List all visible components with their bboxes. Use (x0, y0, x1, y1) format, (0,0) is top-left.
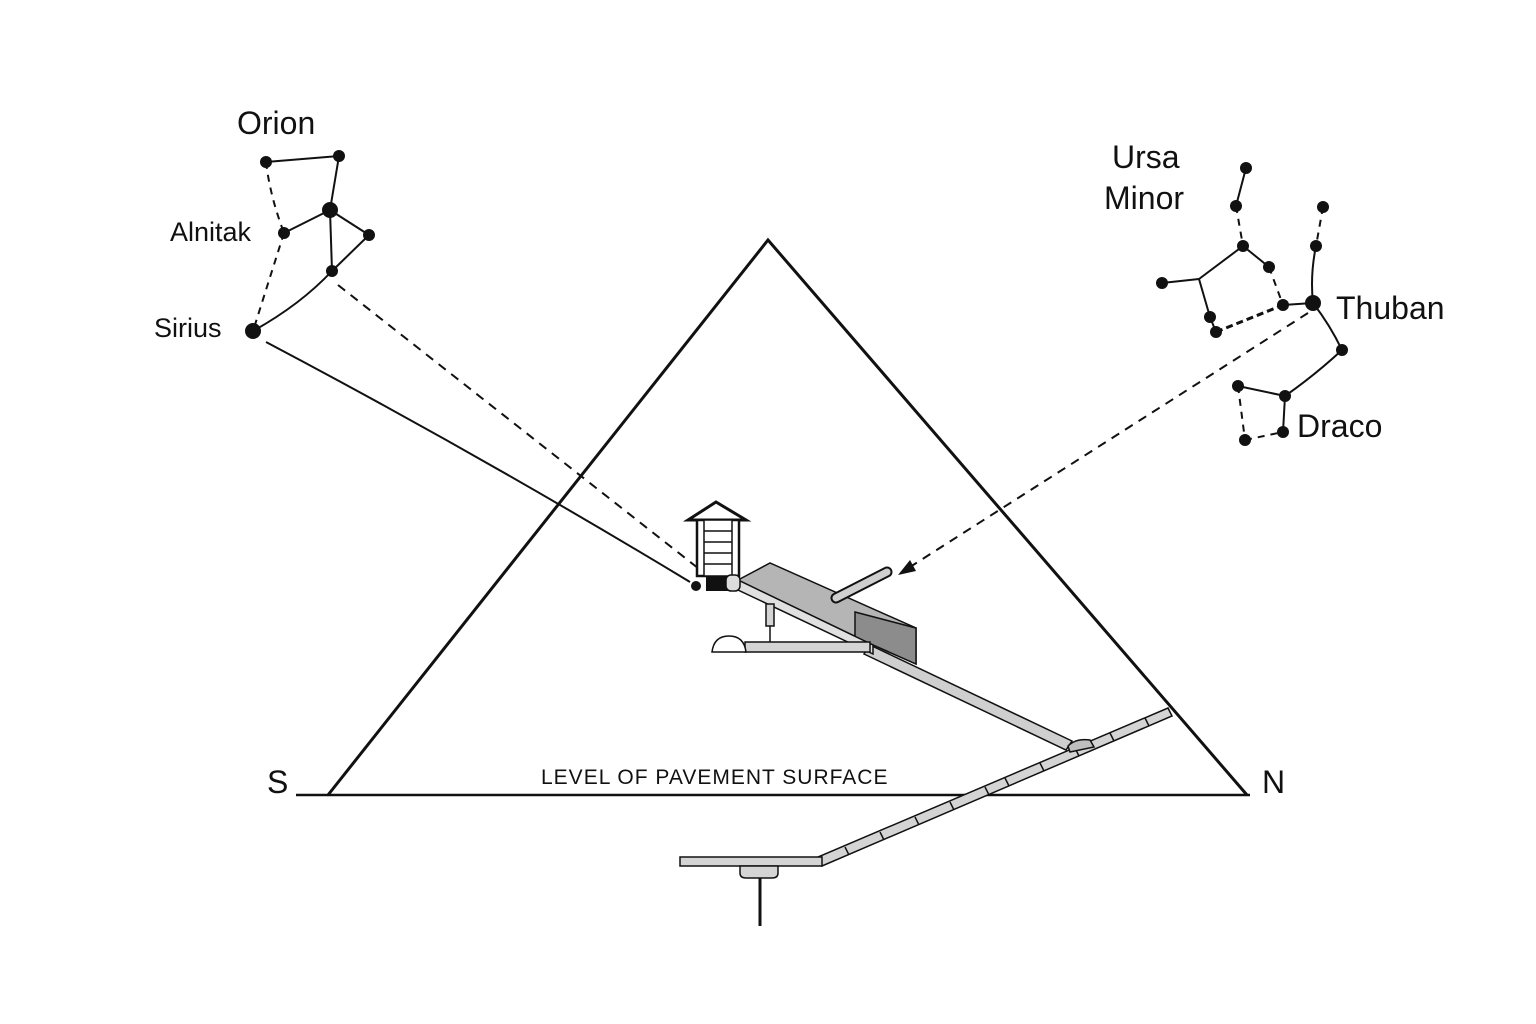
thuban-label: Thuban (1336, 290, 1445, 326)
ursa-minor-star (1204, 311, 1216, 323)
sirius-label: Sirius (154, 313, 222, 343)
ursa-minor-label-line1: Ursa (1112, 139, 1180, 175)
alnitak-label: Alnitak (170, 217, 252, 247)
pyramid-outline (326, 237, 1249, 796)
draco-star (1279, 390, 1291, 402)
queens-chamber-niche (765, 603, 775, 627)
ursa-minor-star (1240, 162, 1252, 174)
draco-star (1317, 201, 1329, 213)
pavement-level-label: LEVEL OF PAVEMENT SURFACE (541, 766, 888, 789)
subterranean-passage (679, 856, 823, 867)
antechamber (725, 574, 741, 592)
ursa-minor-star (1210, 326, 1222, 338)
passage-junction (1067, 738, 1096, 753)
queens-chamber-passage (744, 641, 871, 653)
draco-label: Draco (1297, 408, 1382, 444)
thuban-star (1305, 295, 1321, 311)
orion-star (260, 156, 272, 168)
orion-star (322, 202, 338, 218)
thuban-arrowhead (898, 560, 916, 575)
ascending-passage (862, 644, 1074, 751)
grand-gallery-shade (854, 611, 917, 666)
queens-chamber (711, 635, 747, 653)
draco-star (1310, 240, 1322, 252)
subterranean-chamber (739, 865, 779, 879)
ursa-minor-label-line2: Minor (1104, 180, 1184, 216)
ursa-minor-star (1263, 261, 1275, 273)
relieving-chambers-levels (704, 530, 732, 565)
orion-star (326, 265, 338, 277)
south-shaft-queen-point (691, 581, 701, 591)
alnitak-star (278, 227, 290, 239)
sirius-star (245, 323, 261, 339)
south-label: S (267, 764, 288, 800)
draco-star (1277, 426, 1289, 438)
north-shaft-fill (832, 568, 891, 602)
orion-label: Orion (237, 105, 315, 141)
relieving-chambers-inner (703, 519, 733, 577)
kings-chamber (706, 576, 728, 591)
orion-constellation (245, 150, 375, 339)
draco-star (1239, 434, 1251, 446)
north-label: N (1262, 764, 1285, 800)
draco-star (1232, 380, 1244, 392)
ursa-minor-star (1230, 200, 1242, 212)
relieving-chambers-roof (682, 500, 752, 522)
alnitak-sightline (337, 284, 704, 573)
ursa-minor-constellation (1156, 162, 1289, 338)
orion-star (363, 229, 375, 241)
ursa-minor-star (1156, 277, 1168, 289)
orion-star (333, 150, 345, 162)
draco-star (1336, 344, 1348, 356)
draco-constellation (1232, 201, 1348, 446)
sirius-sightline (265, 341, 691, 583)
ursa-minor-star (1237, 240, 1249, 252)
